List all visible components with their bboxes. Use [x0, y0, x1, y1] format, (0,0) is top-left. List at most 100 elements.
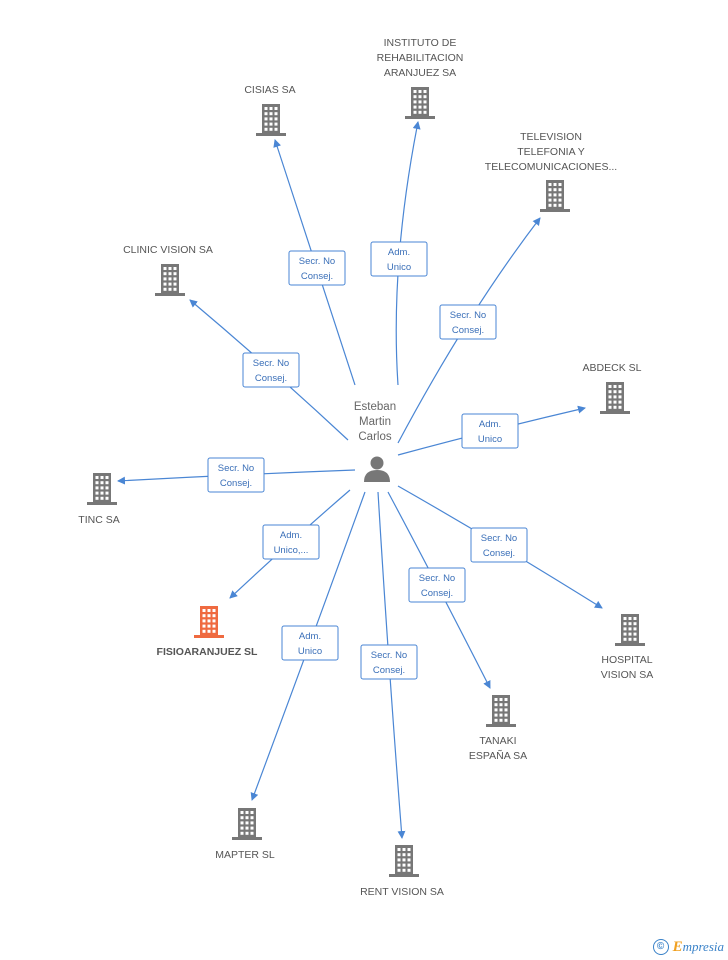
building-window	[245, 826, 249, 830]
building-window	[407, 853, 411, 857]
building-window	[494, 718, 498, 722]
building-window	[633, 637, 637, 641]
node-cisias[interactable]: CISIAS SA	[244, 84, 296, 136]
relation-label[interactable]: Adm.Unico	[370, 241, 428, 277]
brand-logo[interactable]: Empresia	[673, 939, 724, 956]
building-window	[163, 287, 167, 291]
node-label: CLINIC VISION SA	[123, 244, 213, 256]
building-window	[633, 622, 637, 626]
building-window	[423, 100, 427, 104]
building-window	[504, 713, 508, 717]
edge-instituto[interactable]: Adm.Unico	[370, 121, 428, 386]
relation-label-box	[360, 644, 418, 680]
edge-abdeck[interactable]: Adm.Unico	[397, 405, 586, 456]
building-window	[269, 107, 273, 110]
building-window	[173, 277, 177, 281]
relation-label[interactable]: Adm.Unico	[281, 625, 339, 661]
building-window	[628, 622, 632, 626]
edge-mapter[interactable]: Adm.Unico	[250, 491, 366, 801]
building-window	[100, 481, 104, 485]
node-label: REHABILITACION	[377, 52, 464, 64]
building-icon[interactable]	[232, 808, 262, 840]
node-fisioaranjuez[interactable]: FISIOARANJUEZ SL	[157, 606, 259, 658]
relation-label-box	[207, 457, 265, 493]
building-icon[interactable]	[256, 104, 286, 136]
building-base	[600, 411, 630, 414]
building-window	[264, 122, 268, 126]
building-icon[interactable]	[155, 264, 185, 296]
node-tinc[interactable]: TINC SA	[78, 473, 120, 526]
building-window	[494, 708, 498, 712]
relation-label-text: Secr. No	[253, 358, 289, 369]
node-label: INSTITUTO DE	[384, 37, 457, 49]
building-window	[608, 395, 612, 399]
building-window	[245, 811, 249, 814]
building-window	[413, 90, 417, 93]
building-window	[558, 193, 562, 197]
building-window	[423, 105, 427, 109]
building-window	[250, 821, 254, 825]
building-window	[212, 629, 216, 633]
edge-fisioaranjuez[interactable]: Adm.Unico,...	[229, 489, 351, 599]
relation-label[interactable]: Adm.Unico,...	[262, 524, 320, 560]
building-icon[interactable]	[405, 87, 435, 119]
building-window	[105, 491, 109, 495]
node-label: HOSPITAL	[601, 654, 652, 666]
building-window	[100, 491, 104, 495]
brand-initial: E	[672, 938, 683, 955]
building-icon[interactable]	[600, 382, 630, 414]
node-rent-vision[interactable]: RENT VISION SA	[360, 845, 444, 898]
node-abdeck[interactable]: ABDECK SL	[583, 362, 642, 414]
building-icon[interactable]	[389, 845, 419, 877]
relation-label-text: Consej.	[220, 478, 252, 489]
building-icon[interactable]	[615, 614, 645, 646]
building-window	[402, 868, 406, 872]
relation-label-text: Adm.	[388, 247, 410, 258]
node-mapter[interactable]: MAPTER SL	[215, 808, 275, 861]
person-icon[interactable]	[364, 456, 390, 483]
building-window	[548, 188, 552, 192]
building-window	[274, 117, 278, 121]
building-window	[105, 486, 109, 490]
building-window	[413, 95, 417, 99]
building-icon[interactable]	[194, 606, 224, 638]
building-window	[548, 198, 552, 202]
relation-label-text: Consej.	[452, 325, 484, 336]
building-window	[269, 112, 273, 116]
building-window	[168, 267, 172, 270]
relation-label-box	[470, 527, 528, 563]
building-window	[618, 400, 622, 404]
building-window	[623, 627, 627, 631]
building-window	[558, 183, 562, 186]
building-window	[207, 629, 211, 633]
building-window	[240, 821, 244, 825]
node-clinic-vision[interactable]: CLINIC VISION SA	[123, 244, 213, 296]
building-icon[interactable]	[540, 180, 570, 212]
building-window	[274, 107, 278, 110]
building-window	[212, 609, 216, 612]
building-window	[207, 624, 211, 628]
relation-label[interactable]: Adm.Unico	[461, 413, 519, 449]
building-icon[interactable]	[87, 473, 117, 505]
building-window	[397, 858, 401, 862]
building-icon[interactable]	[486, 695, 516, 727]
